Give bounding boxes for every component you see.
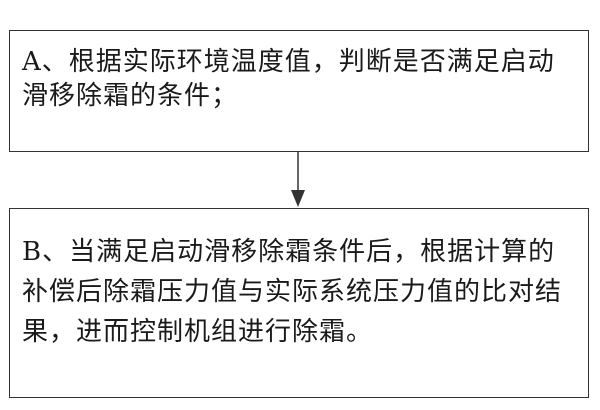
step-a-box: A、根据实际环境温度值，判断是否满足启动滑移除霜的条件；: [9, 30, 589, 152]
step-b-box: B、当满足启动滑移除霜条件后，根据计算的补偿后除霜压力值与实际系统压力值的比对结…: [9, 208, 589, 398]
step-b-text: B、当满足启动滑移除霜条件后，根据计算的补偿后除霜压力值与实际系统压力值的比对结…: [22, 237, 563, 347]
arrow-head: [291, 190, 305, 207]
step-a-text: A、根据实际环境温度值，判断是否满足启动滑移除霜的条件；: [22, 47, 555, 111]
